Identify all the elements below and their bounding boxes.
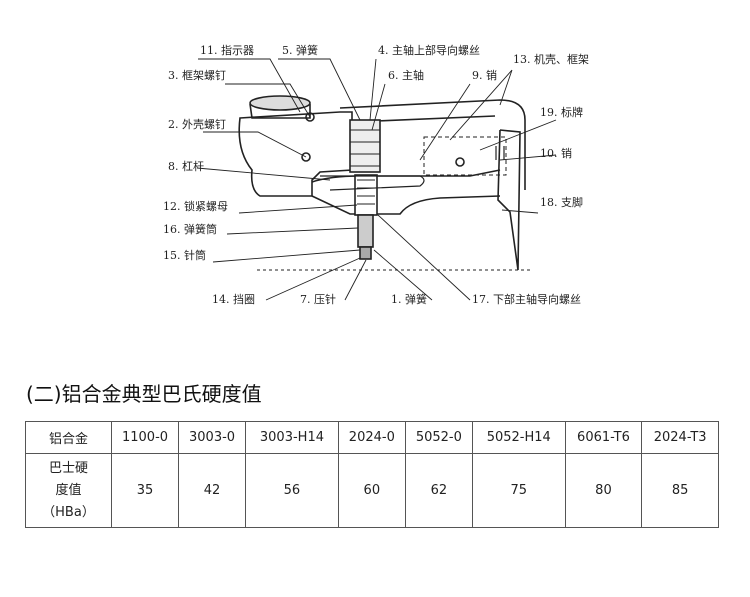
label-frame-screw: 3. 框架螺钉	[168, 69, 226, 82]
alloy-cell: 2024-0	[337, 421, 406, 454]
label-lower-guide-screw: 17. 下部主轴导向螺丝	[472, 292, 581, 306]
label-retaining-ring: 14. 挡圈	[212, 292, 255, 306]
label-lever: 8. 杠杆	[168, 159, 204, 173]
label-casing-screw: 2. 外壳螺钉	[168, 117, 226, 131]
label-spring-1: 1. 弹簧	[391, 292, 427, 306]
table-value-row: 巴士硬 度值 （HBa） 35 42 56 60 62 75 80 85	[25, 453, 719, 528]
hardness-value-cell: 42	[178, 453, 247, 528]
alloy-cell: 5052-0	[404, 421, 473, 454]
label-needle-barrel: 15. 针筒	[163, 248, 206, 262]
leader-lines	[196, 58, 557, 301]
hardness-value-cell: 85	[641, 453, 719, 528]
label-indenter: 7. 压针	[300, 292, 336, 306]
label-upper-guide-screw: 4. 主轴上部导向螺丝	[378, 43, 480, 57]
label-pin-9: 9. 销	[472, 68, 497, 82]
hardness-value-cell: 35	[110, 453, 180, 528]
alloy-cell: 1100-0	[110, 421, 180, 454]
alloy-cell: 5052-H14	[471, 421, 566, 454]
label-lock-nut: 12. 锁紧螺母	[163, 199, 228, 213]
row-header-alloy: 铝合金	[25, 421, 112, 454]
row-header-line: 巴士硬	[48, 460, 88, 476]
row-header-line: 度值	[55, 482, 82, 498]
hardness-value-cell: 75	[471, 453, 566, 528]
label-foot: 18. 支脚	[540, 195, 583, 209]
alloy-cell: 3003-H14	[245, 421, 339, 454]
alloy-cell: 6061-T6	[564, 421, 643, 454]
hardness-table: 铝合金 1100-0 3003-0 3003-H14 2024-0 5052-0…	[25, 421, 719, 528]
hardness-value-cell: 60	[337, 453, 406, 528]
label-spring-5: 5. 弹簧	[282, 43, 318, 57]
label-housing-frame: 13. 机壳、框架	[513, 52, 589, 66]
part-labels: 11. 指示器 5. 弹簧 4. 主轴上部导向螺丝 13. 机壳、框架 3. 框…	[163, 43, 589, 306]
section-title: (二)铝合金典型巴氏硬度值	[26, 382, 262, 406]
hardness-value-cell: 80	[564, 453, 643, 528]
row-header-hardness: 巴士硬 度值 （HBa）	[25, 453, 112, 528]
label-spindle: 6. 主轴	[388, 68, 424, 82]
barcol-tester-diagram: 11. 指示器 5. 弹簧 4. 主轴上部导向螺丝 13. 机壳、框架 3. 框…	[163, 43, 589, 306]
label-indicator: 11. 指示器	[200, 43, 254, 57]
label-nameplate: 19. 标牌	[540, 105, 583, 119]
row-header-line: （HBa）	[42, 504, 95, 520]
alloy-cell: 3003-0	[178, 421, 247, 454]
hardness-value-cell: 56	[245, 453, 339, 528]
label-spring-barrel: 16. 弹簧筒	[163, 222, 217, 236]
alloy-cell: 2024-T3	[641, 421, 719, 454]
hardness-value-cell: 62	[404, 453, 473, 528]
instrument-body	[238, 95, 530, 271]
label-pin-10: 10. 销	[540, 146, 572, 160]
table-header-row: 铝合金 1100-0 3003-0 3003-H14 2024-0 5052-0…	[25, 421, 719, 454]
